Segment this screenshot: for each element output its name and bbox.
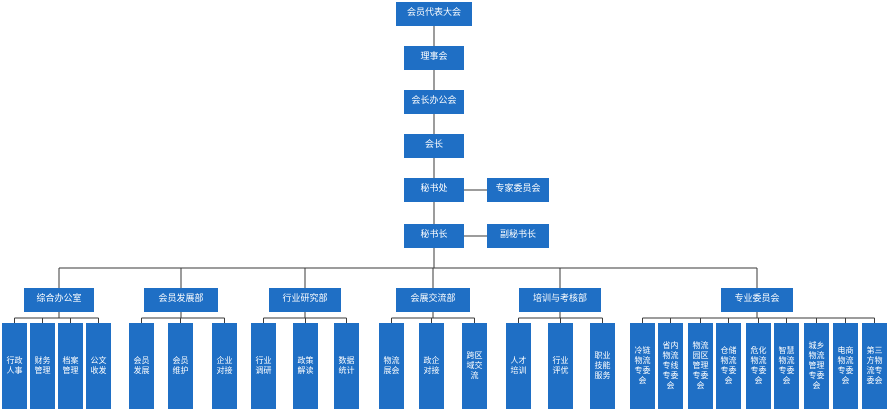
sub-unit-label: 人才 培训 <box>510 356 527 375</box>
sub-unit-label: 电商 物流 专委 会 <box>837 346 854 385</box>
sub-unit-box[interactable]: 省内 物流 专线 专委 会 <box>658 323 683 409</box>
sub-unit-label: 财务 管理 <box>34 356 51 375</box>
sub-unit-box[interactable]: 会员 维护 <box>168 323 193 409</box>
sub-unit-box[interactable]: 第三 方物 流专 委会 <box>862 323 887 409</box>
sub-unit-box[interactable]: 智慧 物流 专委 会 <box>774 323 799 409</box>
department-label: 会展交流部 <box>410 294 456 305</box>
secretary-general-box[interactable]: 秘书长 <box>404 224 464 248</box>
sub-unit-box[interactable]: 行业 调研 <box>251 323 276 409</box>
sub-unit-label: 政策 解读 <box>297 356 314 375</box>
sub-unit-box[interactable]: 城乡 物流 管理 专委 会 <box>804 323 829 409</box>
sub-unit-label: 物流 展会 <box>383 356 400 375</box>
sub-unit-box[interactable]: 财务 管理 <box>30 323 55 409</box>
deputy-secretary-box[interactable]: 副秘书长 <box>487 224 549 248</box>
secretariat-label: 秘书处 <box>420 184 448 195</box>
congress-label: 会员代表大会 <box>406 8 461 19</box>
department-box[interactable]: 培训与考核部 <box>519 288 601 312</box>
expert-committee-box[interactable]: 专家委员会 <box>487 178 549 202</box>
sub-unit-label: 会员 维护 <box>172 356 189 375</box>
sub-unit-label: 数据 统计 <box>338 356 355 375</box>
sub-unit-label: 公文 收发 <box>90 356 107 375</box>
department-box[interactable]: 会展交流部 <box>396 288 470 312</box>
sub-unit-box[interactable]: 人才 培训 <box>506 323 531 409</box>
sub-unit-label: 行业 评优 <box>552 356 569 375</box>
president-office-box[interactable]: 会长办公会 <box>404 90 464 114</box>
sub-unit-label: 会员 发展 <box>133 356 150 375</box>
secretary-general-label: 秘书长 <box>420 230 448 241</box>
sub-unit-box[interactable]: 企业 对接 <box>212 323 237 409</box>
sub-unit-label: 省内 物流 专线 专委 会 <box>662 341 679 390</box>
deputy-secretary-label: 副秘书长 <box>499 230 536 241</box>
sub-unit-label: 跨区 域交 流 <box>466 351 483 380</box>
sub-unit-box[interactable]: 电商 物流 专委 会 <box>833 323 858 409</box>
sub-unit-label: 行业 调研 <box>255 356 272 375</box>
sub-unit-box[interactable]: 物流 展会 <box>379 323 404 409</box>
president-office-label: 会长办公会 <box>411 96 457 107</box>
congress-box[interactable]: 会员代表大会 <box>396 2 472 26</box>
council-box[interactable]: 理事会 <box>404 46 464 70</box>
sub-unit-box[interactable]: 仓储 物流 专委 会 <box>716 323 741 409</box>
department-box[interactable]: 专业委员会 <box>721 288 793 312</box>
council-label: 理事会 <box>420 52 448 63</box>
department-label: 会员发展部 <box>158 294 204 305</box>
sub-unit-label: 企业 对接 <box>216 356 233 375</box>
department-box[interactable]: 会员发展部 <box>144 288 218 312</box>
sub-unit-box[interactable]: 行业 评优 <box>548 323 573 409</box>
sub-unit-label: 政企 对接 <box>423 356 440 375</box>
sub-unit-box[interactable]: 职业 技能 服务 <box>590 323 615 409</box>
department-box[interactable]: 行业研究部 <box>269 288 341 312</box>
sub-unit-box[interactable]: 跨区 域交 流 <box>462 323 487 409</box>
expert-committee-label: 专家委员会 <box>495 184 541 195</box>
sub-unit-label: 城乡 物流 管理 专委 会 <box>808 341 825 390</box>
sub-unit-box[interactable]: 危化 物流 专委 会 <box>746 323 771 409</box>
sub-unit-label: 第三 方物 流专 委会 <box>866 346 883 385</box>
sub-unit-label: 仓储 物流 专委 会 <box>720 346 737 385</box>
sub-unit-label: 物流 园区 管理 专委 会 <box>692 341 709 390</box>
department-label: 培训与考核部 <box>532 294 587 305</box>
sub-unit-label: 职业 技能 服务 <box>594 351 611 380</box>
secretariat-box[interactable]: 秘书处 <box>404 178 464 202</box>
department-label: 行业研究部 <box>282 294 328 305</box>
sub-unit-box[interactable]: 政策 解读 <box>293 323 318 409</box>
sub-unit-label: 危化 物流 专委 会 <box>750 346 767 385</box>
department-label: 专业委员会 <box>734 294 780 305</box>
sub-unit-label: 冷链 物流 专委 会 <box>634 346 651 385</box>
sub-unit-box[interactable]: 档案 管理 <box>58 323 83 409</box>
sub-unit-box[interactable]: 冷链 物流 专委 会 <box>630 323 655 409</box>
sub-unit-box[interactable]: 公文 收发 <box>86 323 111 409</box>
president-box[interactable]: 会长 <box>404 134 464 158</box>
sub-unit-label: 档案 管理 <box>62 356 79 375</box>
sub-unit-label: 行政 人事 <box>6 356 23 375</box>
sub-unit-box[interactable]: 会员 发展 <box>129 323 154 409</box>
president-label: 会长 <box>424 140 443 151</box>
sub-unit-box[interactable]: 数据 统计 <box>334 323 359 409</box>
sub-unit-box[interactable]: 物流 园区 管理 专委 会 <box>688 323 713 409</box>
department-label: 综合办公室 <box>36 294 82 305</box>
sub-unit-box[interactable]: 行政 人事 <box>2 323 27 409</box>
department-box[interactable]: 综合办公室 <box>24 288 94 312</box>
sub-unit-label: 智慧 物流 专委 会 <box>778 346 795 385</box>
sub-unit-box[interactable]: 政企 对接 <box>419 323 444 409</box>
